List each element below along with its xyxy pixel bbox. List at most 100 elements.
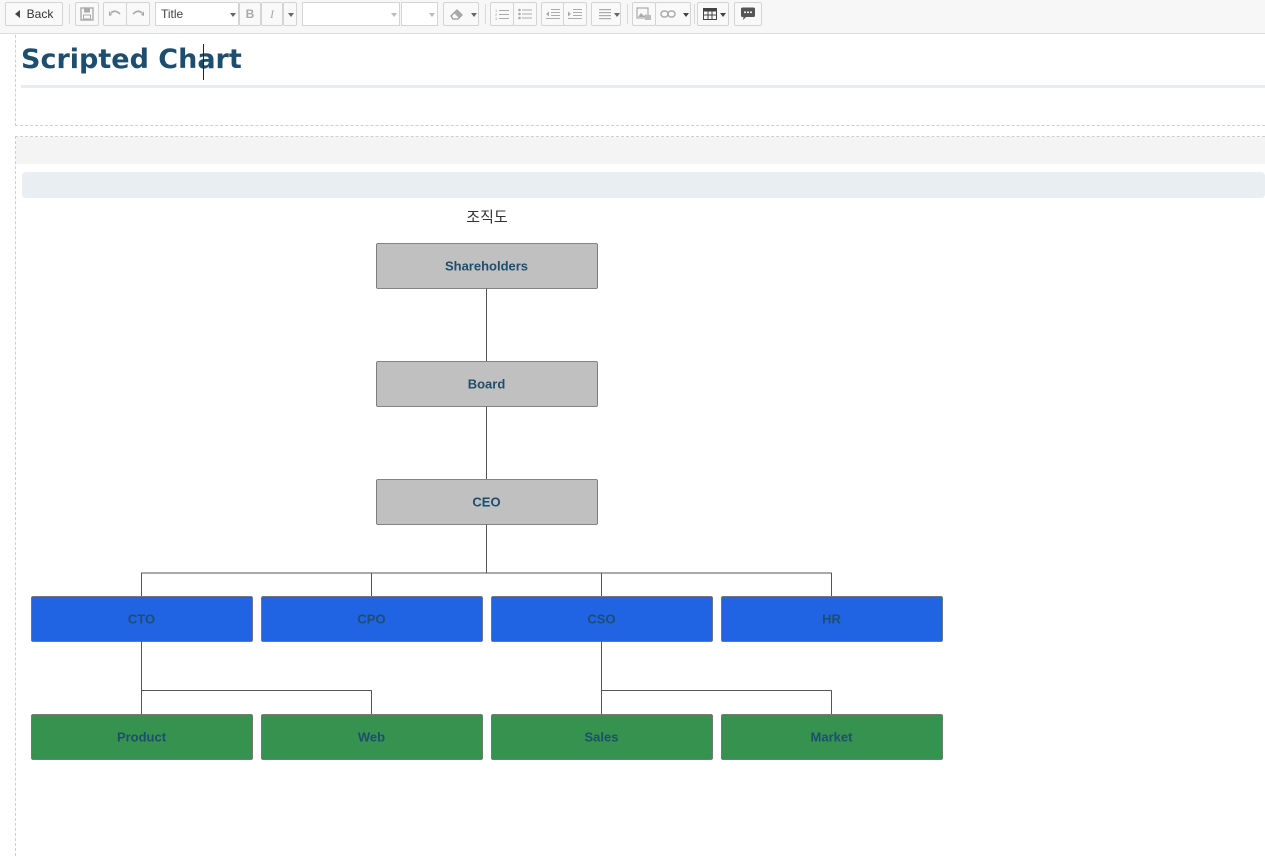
org-node-box xyxy=(261,714,483,760)
redo-button[interactable] xyxy=(126,2,150,26)
chart-title: 조직도 xyxy=(466,208,508,226)
font-family-select[interactable] xyxy=(302,2,400,26)
org-node-label: CPO xyxy=(357,612,385,627)
indent-button[interactable] xyxy=(563,2,587,26)
toolbar-divider xyxy=(627,4,628,24)
insert-table-button[interactable] xyxy=(697,2,729,26)
undo-button[interactable] xyxy=(103,2,127,26)
text-cursor xyxy=(203,44,204,80)
org-node-product[interactable]: Product xyxy=(31,714,253,760)
comment-icon xyxy=(741,7,755,20)
paragraph-style-select[interactable]: Title xyxy=(155,2,239,26)
org-node-label: Board xyxy=(468,377,506,392)
org-node-box xyxy=(491,714,713,760)
org-node-sales[interactable]: Sales xyxy=(491,714,713,760)
link-icon xyxy=(660,10,676,18)
svg-text:1: 1 xyxy=(495,8,498,13)
chevron-down-icon xyxy=(614,13,620,17)
redo-icon xyxy=(132,10,144,16)
svg-text:2: 2 xyxy=(495,12,498,17)
chevron-down-icon xyxy=(429,13,435,17)
org-node-label: Web xyxy=(358,730,385,745)
indent-icon xyxy=(568,9,582,19)
org-node-hr[interactable]: HR xyxy=(721,596,943,642)
org-chart-connectors xyxy=(141,288,832,714)
eraser-icon xyxy=(450,9,463,20)
org-node-cpo[interactable]: CPO xyxy=(261,596,483,642)
back-arrow-icon xyxy=(14,10,20,18)
chevron-down-icon xyxy=(720,13,726,17)
connector-cso-market xyxy=(601,641,832,714)
toolbar-divider xyxy=(694,4,695,24)
chart-toolbar-bar xyxy=(22,172,1265,198)
org-node-shareholders[interactable]: Shareholders xyxy=(376,243,598,289)
image-icon xyxy=(636,7,651,20)
org-node-label: CTO xyxy=(128,612,155,627)
title-underline xyxy=(21,85,1265,88)
clear-format-button[interactable] xyxy=(443,2,479,26)
bold-icon: B xyxy=(245,7,255,21)
connector-ceo-cso xyxy=(486,524,602,596)
org-node-label: HR xyxy=(822,612,841,627)
chevron-down-icon xyxy=(288,13,294,17)
title-block xyxy=(15,35,1265,126)
org-node-label: Sales xyxy=(585,730,619,745)
back-button[interactable]: Back xyxy=(5,2,63,26)
font-size-select[interactable] xyxy=(401,2,438,26)
insert-link-button[interactable] xyxy=(655,2,691,26)
org-node-box xyxy=(721,596,943,642)
unordered-list-button[interactable] xyxy=(513,2,537,26)
org-node-board[interactable]: Board xyxy=(376,361,598,407)
back-button-label: Back xyxy=(26,7,54,21)
org-node-box xyxy=(376,243,598,289)
org-node-box xyxy=(261,596,483,642)
italic-icon: I xyxy=(270,6,274,21)
org-node-market[interactable]: Market xyxy=(721,714,943,760)
chevron-down-icon xyxy=(471,13,477,17)
org-node-cto[interactable]: CTO xyxy=(31,596,253,642)
align-icon xyxy=(599,9,611,20)
connector-ceo-cto xyxy=(141,524,487,596)
org-node-box xyxy=(376,361,598,407)
outdent-icon xyxy=(546,9,560,19)
align-dropdown[interactable] xyxy=(591,2,621,26)
connector-cto-web xyxy=(141,641,372,714)
toolbar-divider xyxy=(485,4,486,24)
svg-text:3: 3 xyxy=(495,16,498,20)
chart-block-header xyxy=(16,137,1265,164)
org-node-box xyxy=(721,714,943,760)
org-node-label: CEO xyxy=(472,495,500,510)
org-node-label: Market xyxy=(811,730,854,745)
insert-comment-button[interactable] xyxy=(734,2,762,26)
undo-icon xyxy=(109,10,121,16)
italic-button[interactable]: I xyxy=(261,2,283,26)
org-node-label: Shareholders xyxy=(445,259,528,274)
save-icon xyxy=(80,7,94,21)
chevron-down-icon xyxy=(683,13,689,17)
org-node-box xyxy=(31,714,253,760)
connector-ceo-cpo xyxy=(371,524,487,596)
org-node-box xyxy=(31,596,253,642)
connector-ceo-hr xyxy=(486,524,832,596)
org-node-box xyxy=(376,479,598,525)
paragraph-style-value: Title xyxy=(161,7,184,21)
page-title[interactable]: Scripted Chart xyxy=(21,44,242,75)
chevron-down-icon xyxy=(230,13,236,17)
org-node-label: CSO xyxy=(587,612,615,627)
bold-button[interactable]: B xyxy=(239,2,261,26)
org-node-web[interactable]: Web xyxy=(261,714,483,760)
save-button[interactable] xyxy=(75,2,99,26)
org-node-box xyxy=(491,596,713,642)
org-node-ceo[interactable]: CEO xyxy=(376,479,598,525)
more-format-dropdown[interactable] xyxy=(283,2,297,26)
org-node-cso[interactable]: CSO xyxy=(491,596,713,642)
org-node-label: Product xyxy=(117,730,167,745)
ordered-list-icon: 123 xyxy=(495,8,509,20)
toolbar-divider xyxy=(69,4,70,24)
chevron-down-icon xyxy=(391,13,397,17)
table-icon xyxy=(703,8,717,20)
